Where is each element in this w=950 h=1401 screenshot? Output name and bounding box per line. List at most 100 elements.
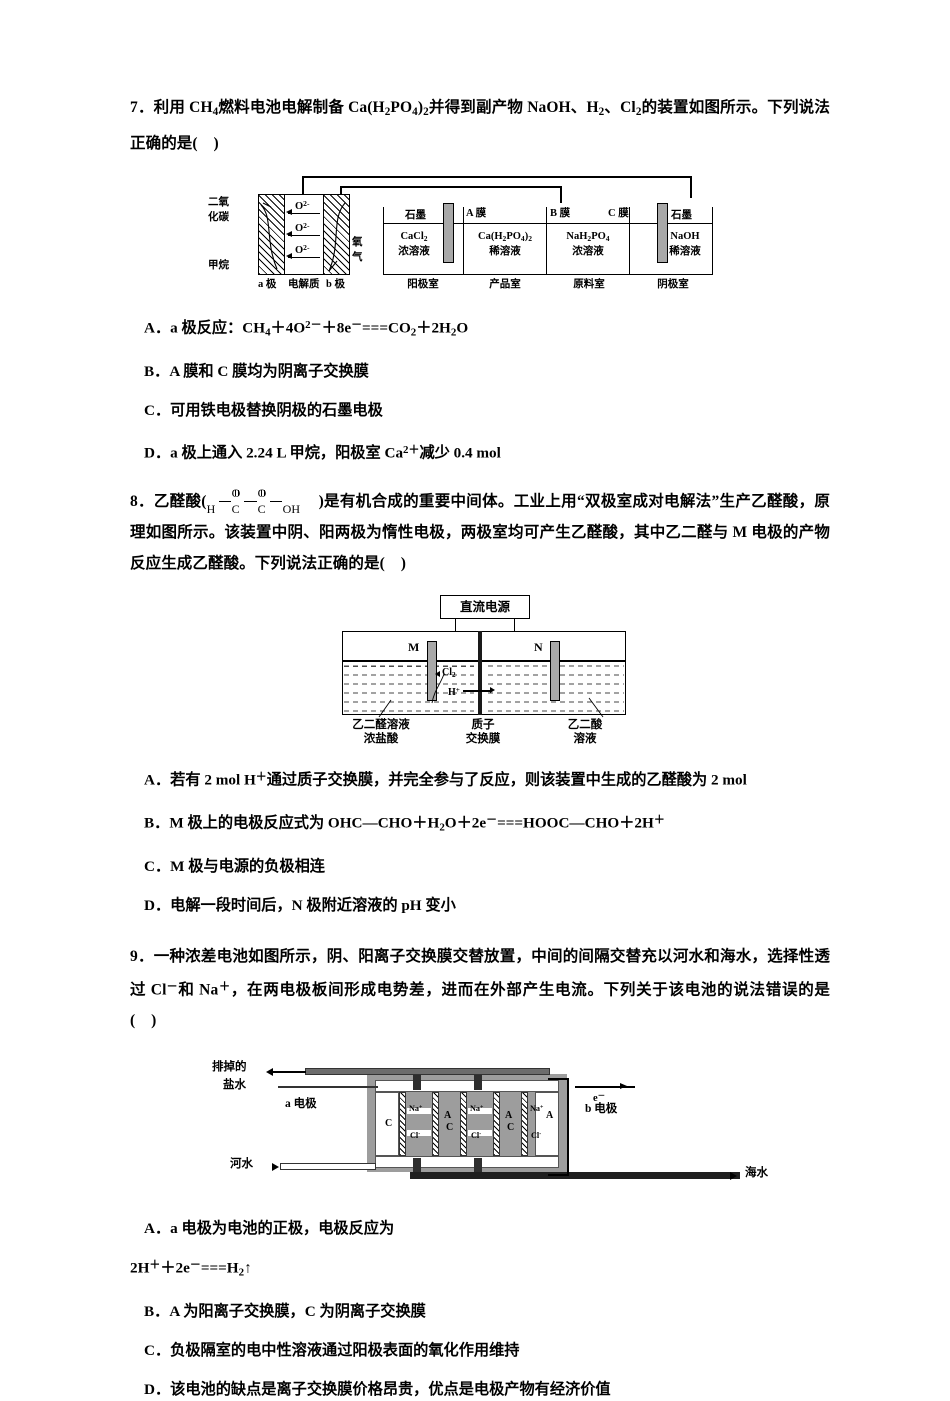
compartment-riverwater-1	[439, 1092, 460, 1157]
ion-label-o2-1: O2-	[295, 199, 310, 213]
wire-left-down	[302, 176, 304, 195]
chamber-4-conc: 稀溶液	[669, 246, 701, 258]
chamber-1-name: 阳极室	[407, 279, 439, 291]
electron-arrow-line	[575, 1086, 635, 1088]
electrode-b-compartment	[535, 1092, 559, 1157]
label-electrolyte: 电解质	[288, 279, 320, 291]
wire-inner-left-down	[340, 186, 342, 196]
label-h-plus: H+	[448, 686, 460, 699]
question-9-stem: 9．一种浓差电池如图所示，阴、阳离子交换膜交替放置，中间的间隔交替充以河水和海水…	[130, 947, 831, 1030]
membrane-letter-c-3: C	[507, 1122, 515, 1134]
label-proton-membrane-line2: 交换膜	[465, 733, 501, 746]
proton-exchange-membrane	[478, 631, 482, 716]
ion-label-o2-2: O2-	[295, 221, 310, 235]
drain-manifold-top	[305, 1068, 550, 1076]
wire-right-down	[690, 176, 692, 199]
formula-double-bond-1b	[237, 490, 239, 497]
label-proton-membrane-line1: 质子	[471, 719, 495, 732]
wire-top-outer	[302, 176, 692, 178]
formula-double-bond-1a	[234, 490, 236, 497]
label-oxalic-acid-line1: 乙二酸	[567, 719, 603, 732]
question-7-option-d: D．a 极上通入 2.24 L 甲烷，阳极室 Ca2＋减少 0.4 mol	[144, 443, 501, 462]
question-7-option-b: B．A 膜和 C 膜均为阴离子交换膜	[144, 362, 369, 380]
leader-left	[378, 700, 392, 718]
label-electrode-m: M	[408, 640, 420, 655]
chamber-3-name: 原料室	[573, 279, 605, 291]
seawater-manifold	[410, 1172, 740, 1180]
chamber-2-solute: Ca(H2PO4)2	[478, 231, 532, 244]
label-cl2-gas: Cl2	[442, 667, 456, 680]
chamber-4-name: 阴极室	[657, 279, 689, 291]
membrane-a-divider	[463, 207, 465, 276]
power-supply-label: 直流电源	[459, 600, 510, 615]
label-methane: 甲烷	[208, 260, 229, 272]
chamber-2-name: 产品室	[489, 279, 521, 291]
circuit-right-vertical	[567, 1078, 569, 1177]
formula-bond-h-c	[218, 501, 231, 503]
formula-double-bond-2a	[260, 490, 262, 497]
chamber-1-solute: CaCl2	[400, 231, 428, 244]
left-chamber-liquid	[344, 662, 474, 715]
figure-concentration-cell: Na+ Cl- Na+ Cl- Na+ Cl- C A C A C A	[130, 1046, 830, 1198]
ion-label-na-1: Na+	[409, 1104, 423, 1114]
question-8-option-d: D．电解一段时间后，N 极附近溶液的 pH 变小	[144, 896, 456, 914]
formula-atom-c1: C	[231, 502, 240, 517]
electrode-a-hatched	[259, 195, 285, 275]
h-plus-arrow-head	[490, 686, 495, 693]
label-electron: e－	[593, 1091, 606, 1105]
flow-curve-a	[260, 202, 278, 270]
top-secondary-line	[278, 1086, 378, 1089]
question-7-option-a: A．a 极反应：CH4＋4O2－＋8e－===CO2＋2H2O	[144, 319, 469, 339]
electrolysis-tank	[383, 207, 713, 276]
question-7-option-c: C．可用铁电极替换阴极的石墨电极	[144, 401, 383, 419]
circuit-right-bottom	[548, 1174, 568, 1176]
electron-arrow-head	[620, 1082, 627, 1089]
figure-fuel-cell-electrolysis: O2- O2- O2- 二氧 化碳 甲烷 氧 气 a 极 电解质 b 极	[130, 171, 830, 297]
membrane-letter-c-1: C	[385, 1118, 393, 1130]
membrane-letter-a-1: A	[444, 1110, 452, 1122]
slot-na-gap-1	[407, 1108, 431, 1115]
label-drain-line1: 排掉的	[212, 1061, 247, 1074]
tank-rim-right	[712, 207, 714, 224]
h-plus-arrow-line	[463, 690, 491, 692]
tank-liquid-line	[383, 223, 713, 225]
question-8-stem: 8．乙醛酸( H C C OH O O )是有机合成的重要中间体。工业上用“双极…	[130, 486, 830, 579]
fuel-cell-body	[258, 194, 350, 276]
chamber-4-solute: NaOH	[670, 231, 700, 243]
question-9-option-b: B．A 为阳离子交换膜，C 为阴离子交换膜	[144, 1302, 426, 1320]
tank-rim-left	[383, 207, 385, 224]
label-river-water: 河水	[230, 1158, 253, 1171]
membrane-letter-c-2: C	[446, 1122, 454, 1134]
pipe-top-2	[474, 1074, 482, 1091]
label-electrode-b: b 电极	[585, 1103, 618, 1116]
wire-inner	[340, 186, 562, 188]
membrane-c-2	[460, 1092, 467, 1157]
formula-bond-c-o	[269, 501, 282, 503]
label-oxalic-acid-line2: 溶液	[573, 733, 597, 746]
label-electrode-a: a 电极	[285, 1098, 317, 1111]
ion-label-o2-3: O2-	[295, 243, 310, 257]
label-graphite-left: 石墨	[405, 210, 426, 222]
page-content: 7．利用 CH4燃料电池电解制备 Ca(H2PO4)2并得到副产物 NaOH、H…	[130, 92, 830, 1401]
arrow-head-3	[286, 253, 292, 260]
electrode-a-compartment	[375, 1092, 399, 1157]
membrane-a-1	[432, 1092, 439, 1157]
riverwater-inlet-pipe	[280, 1163, 376, 1171]
circuit-right-top	[548, 1078, 568, 1080]
lead-left-vertical	[455, 619, 457, 637]
label-oxygen-line1: 氧	[352, 237, 363, 249]
membrane-letter-a-3: A	[546, 1110, 554, 1122]
label-carbon-dioxide-line2: 化碳	[208, 212, 229, 224]
membrane-c-1	[399, 1092, 406, 1157]
slot-cl-gap-2	[468, 1130, 492, 1137]
power-supply-box	[440, 595, 530, 620]
question-7-stem: 7．利用 CH4燃料电池电解制备 Ca(H2PO4)2并得到副产物 NaOH、H…	[130, 99, 830, 153]
graphite-anode	[443, 203, 454, 264]
arrow-line-2	[288, 235, 320, 237]
chamber-2-conc: 稀溶液	[489, 246, 521, 258]
liquid-surface-line	[343, 660, 625, 662]
figure-paired-electrolysis: 直流电源	[130, 593, 830, 745]
chamber-3-solute: NaH2PO4	[566, 231, 610, 244]
formula-atom-oh: OH	[282, 502, 301, 517]
question-8-option-b: B．M 极上的电极反应式为 OHC—CHO＋H2O＋2e－===HOOC—CHO…	[144, 813, 665, 834]
